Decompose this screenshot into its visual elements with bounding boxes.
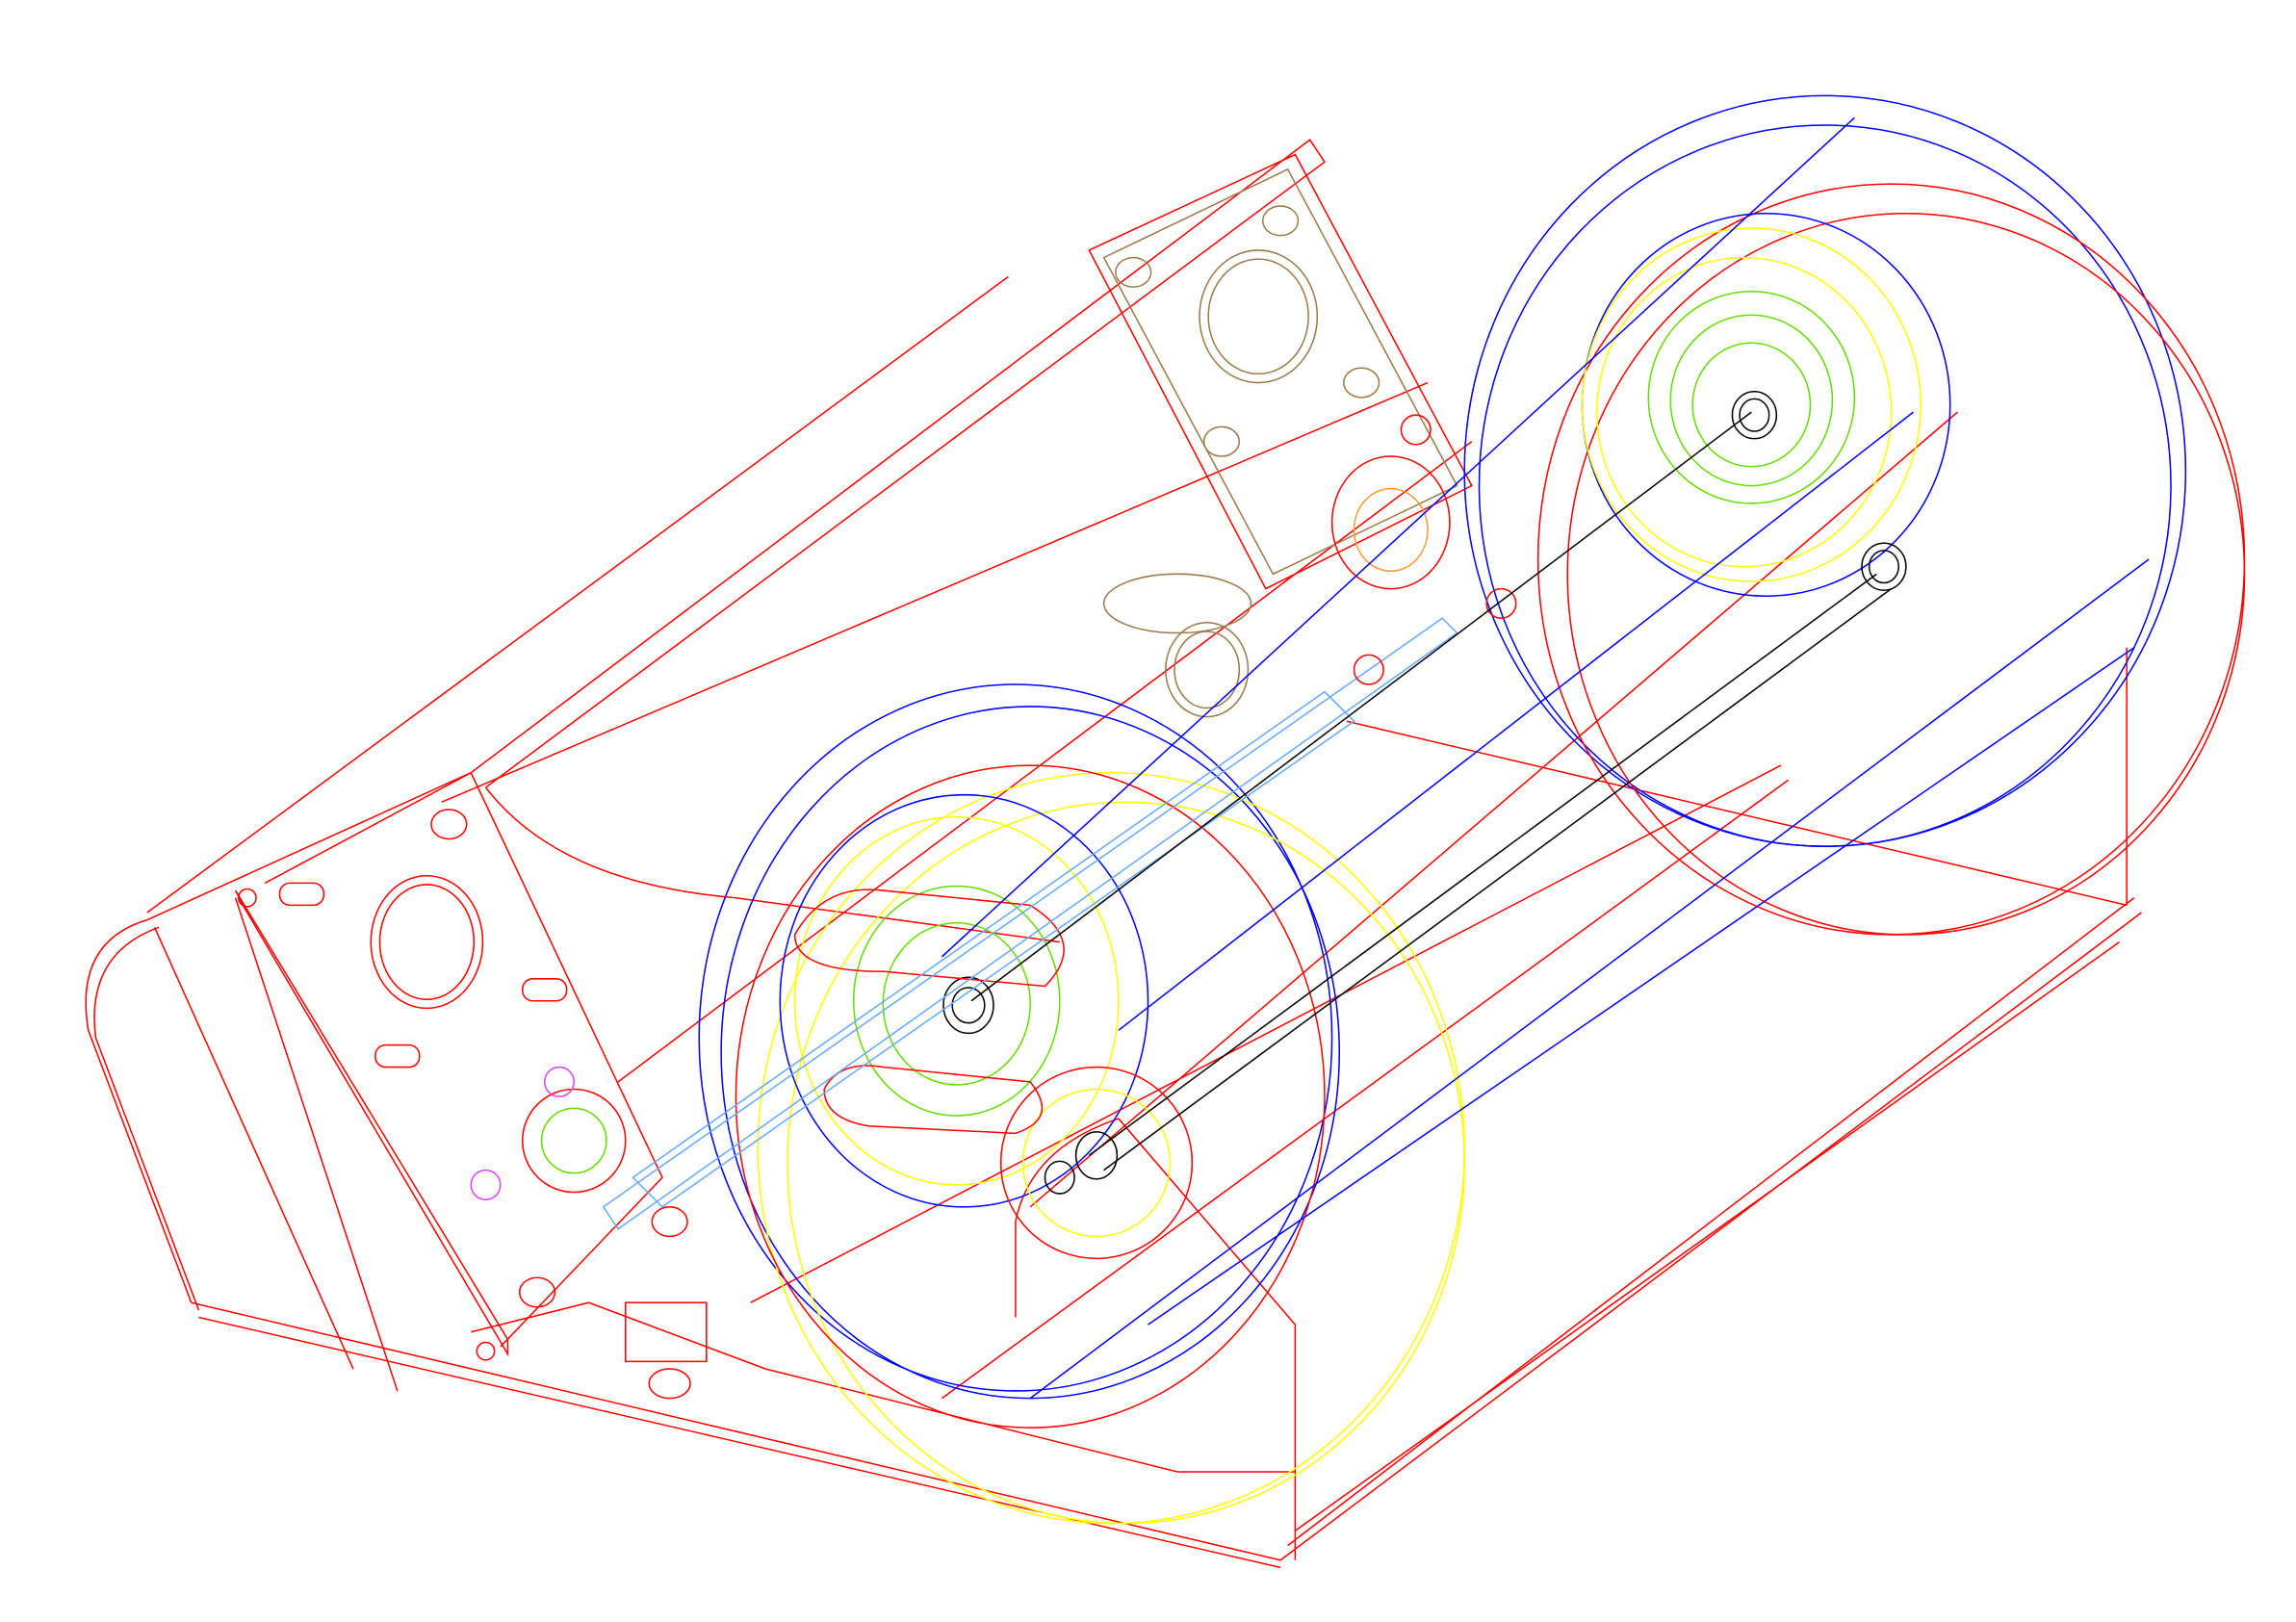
guide-lines (941, 116, 2150, 1400)
housing-frame (85, 139, 2142, 1569)
left-pulley (698, 683, 1465, 1525)
drive-arm (602, 414, 1517, 1230)
side-panel-features (237, 809, 708, 1400)
right-pulley (1463, 94, 2246, 936)
motor-bracket (1088, 153, 1473, 634)
shaft-lines (970, 411, 1893, 1171)
